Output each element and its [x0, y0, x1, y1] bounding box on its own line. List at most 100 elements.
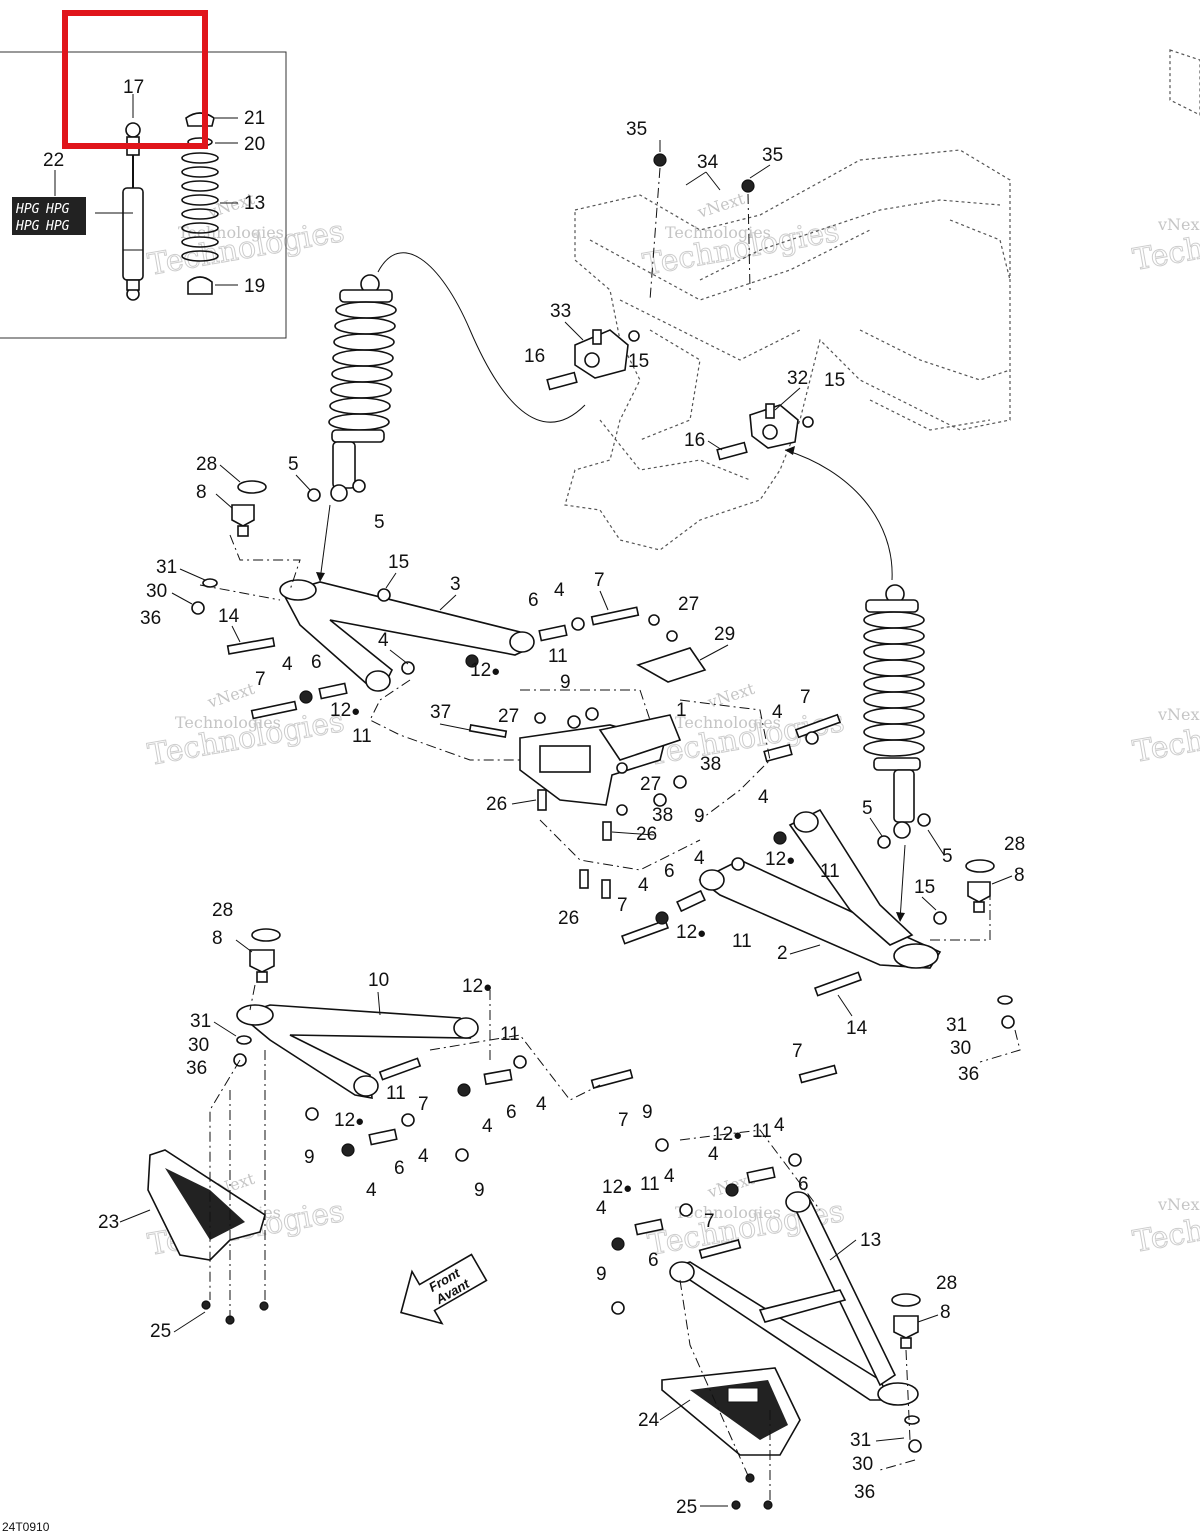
callout-35: 35: [626, 119, 647, 140]
callout-12: 12●: [470, 660, 500, 681]
callout-13: 13: [860, 1230, 881, 1251]
callout-15: 15: [388, 552, 409, 573]
callout-36: 36: [958, 1064, 979, 1085]
callout-1: 1: [676, 700, 687, 721]
callout-13: 13: [244, 193, 265, 214]
callout-28: 28: [212, 900, 233, 921]
callout-labels: 17 21 20 13 22 19 35 34 35 33 16 15 32 1…: [2, 77, 1025, 1534]
callout-8: 8: [940, 1302, 951, 1323]
callout-27: 27: [640, 774, 661, 795]
watermark-text: Technologies: [675, 1203, 781, 1222]
callout-4: 4: [366, 1180, 377, 1201]
callout-35: 35: [762, 145, 783, 166]
callout-12: 12●: [676, 922, 706, 943]
callout-5: 5: [942, 846, 953, 867]
callout-15: 15: [914, 877, 935, 898]
callout-12: 12●: [462, 976, 492, 997]
callout-11: 11: [548, 646, 568, 667]
callout-36: 36: [186, 1058, 207, 1079]
callout-31: 31: [850, 1430, 871, 1451]
callout-12: 12●: [334, 1110, 364, 1131]
callout-16: 16: [524, 346, 545, 367]
callout-38: 38: [652, 805, 673, 826]
hpg-badge: HPG HPG HPG HPG: [12, 197, 86, 235]
callout-4: 4: [758, 787, 769, 808]
callout-11: 11: [500, 1024, 520, 1045]
watermark-text: vNext: [204, 679, 257, 712]
front-direction-arrow: Front Avant: [400, 1253, 488, 1325]
watermark-text: Technologies: [675, 713, 781, 732]
center-bracket-1: [519, 647, 707, 806]
callout-25: 25: [150, 1321, 171, 1342]
callout-4: 4: [482, 1116, 493, 1137]
callout-31: 31: [946, 1015, 967, 1036]
watermark-outline: Tech: [1130, 723, 1200, 770]
callout-10: 10: [368, 970, 389, 991]
callout-11: 11: [752, 1121, 772, 1142]
callout-11: 11: [820, 861, 840, 882]
bracket-32: [716, 403, 814, 461]
callout-8: 8: [196, 482, 207, 503]
callout-4: 4: [418, 1146, 429, 1167]
inset-spring: [181, 152, 219, 262]
inset-box: HPG HPG HPG HPG: [0, 51, 287, 339]
watermark-text: vNext: [1157, 705, 1200, 724]
callout-16: 16: [684, 430, 705, 451]
callout-9: 9: [642, 1102, 653, 1123]
callout-31: 31: [156, 557, 177, 578]
callout-27: 27: [498, 706, 519, 727]
callout-36: 36: [140, 608, 161, 629]
callout-4: 4: [596, 1198, 607, 1219]
callout-6: 6: [506, 1102, 517, 1123]
callout-4: 4: [664, 1166, 675, 1187]
callout-33: 33: [550, 301, 571, 322]
callout-11: 11: [352, 726, 372, 747]
callout-7: 7: [418, 1094, 429, 1115]
callout-7: 7: [704, 1211, 715, 1232]
callout-38: 38: [700, 754, 721, 775]
callout-4: 4: [554, 580, 565, 601]
callout-28: 28: [936, 1273, 957, 1294]
callout-8: 8: [212, 928, 223, 949]
callout-19: 19: [244, 276, 265, 297]
callout-24: 24: [638, 1410, 660, 1431]
hpg-text: HPG: [45, 202, 70, 217]
callout-7: 7: [800, 687, 811, 708]
callout-12: 12●: [712, 1124, 742, 1145]
callout-32: 32: [787, 368, 808, 389]
callout-12: 12●: [602, 1177, 632, 1198]
connector-line: [784, 449, 893, 581]
highlight-box: [62, 10, 208, 149]
callout-11: 11: [732, 931, 752, 952]
callout-15: 15: [628, 351, 649, 372]
skid-plate-24: [661, 1367, 801, 1456]
callout-4: 4: [536, 1094, 547, 1115]
callout-11: 11: [640, 1174, 660, 1195]
hpg-text: HPG: [15, 219, 40, 234]
callout-14: 14: [846, 1018, 868, 1039]
callout-4: 4: [774, 1115, 785, 1136]
a-arm-13: [669, 1191, 919, 1406]
callout-9: 9: [694, 806, 705, 827]
callout-30: 30: [188, 1035, 209, 1056]
callout-7: 7: [594, 570, 605, 591]
callout-7: 7: [792, 1041, 803, 1062]
callout-6: 6: [798, 1174, 809, 1195]
ball-joints: [231, 480, 995, 1349]
watermark-text: vNext: [704, 679, 757, 712]
callout-4: 4: [708, 1144, 719, 1165]
callout-30: 30: [950, 1038, 971, 1059]
nut-35: [653, 153, 667, 167]
callout-34: 34: [697, 152, 719, 173]
callout-9: 9: [596, 1264, 607, 1285]
callout-12: 12●: [330, 700, 360, 721]
upper-a-arm-3: [279, 579, 535, 692]
callout-5: 5: [374, 512, 385, 533]
callout-9: 9: [474, 1180, 485, 1201]
watermark-text: Technologies: [665, 223, 771, 242]
callout-7: 7: [617, 895, 628, 916]
fasteners: [191, 578, 1015, 1510]
callout-11: 11: [386, 1083, 406, 1104]
leader-lines: [119, 140, 1013, 1507]
callout-6: 6: [311, 652, 322, 673]
